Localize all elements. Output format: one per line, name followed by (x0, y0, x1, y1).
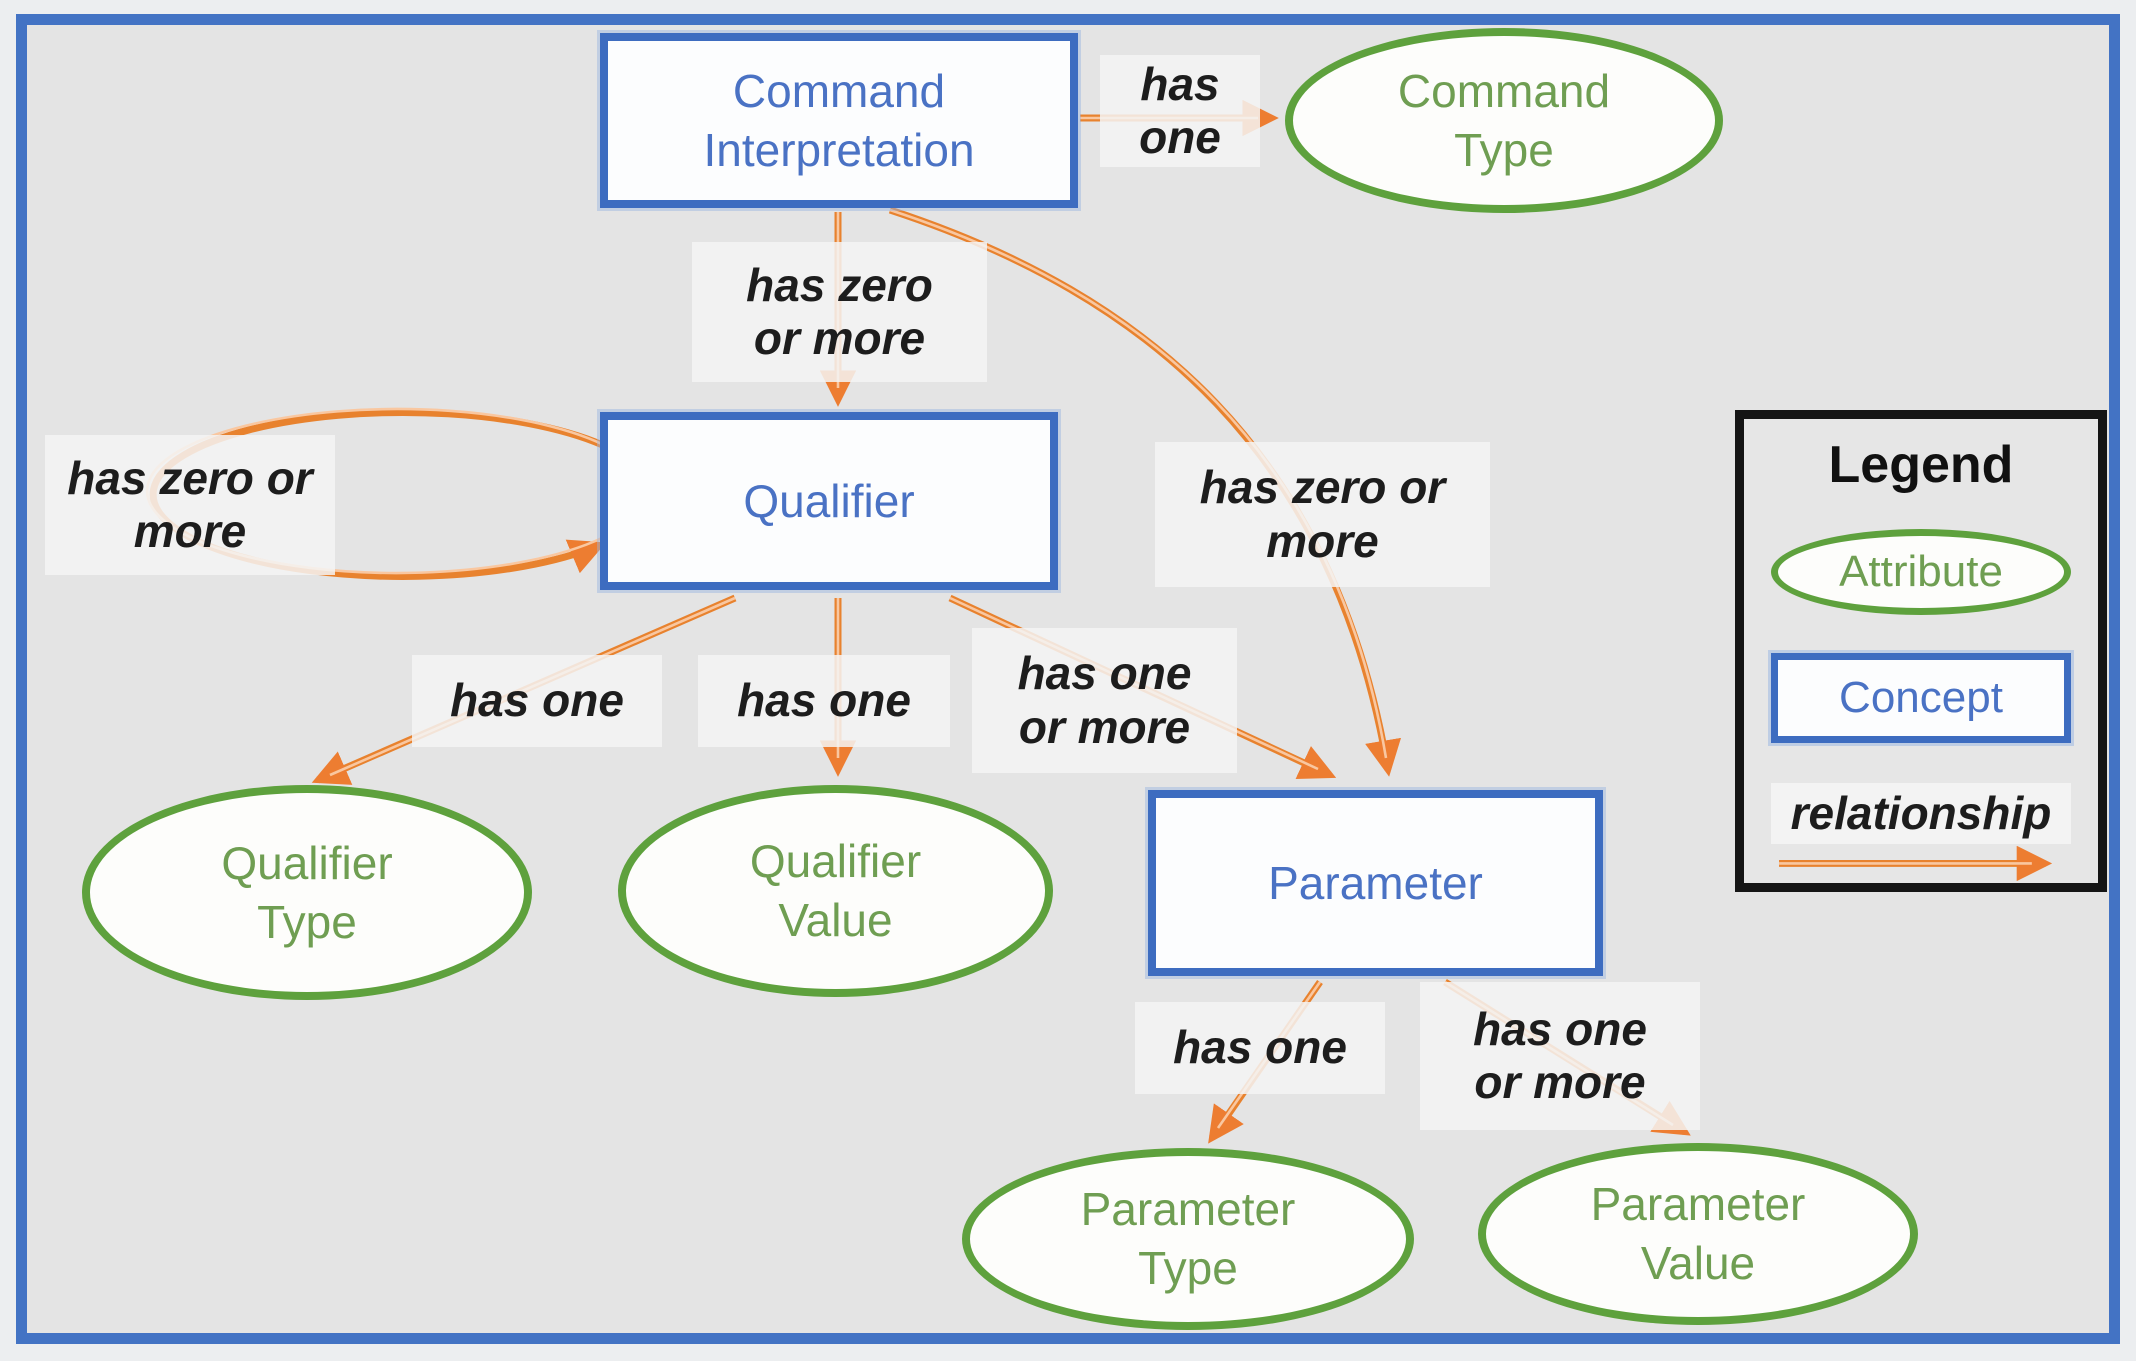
edge-label-parameter-parameter-type: has one (1135, 1002, 1385, 1094)
legend-panel: Legend Attribute Concept relationship (1735, 410, 2107, 892)
legend-relationship-label: relationship (1770, 782, 2072, 845)
edge-label-qualifier-qualifier-type: has one (412, 655, 662, 747)
edge-label-qualifier-parameter: has one or more (972, 628, 1237, 773)
arrow-ci-to-parameter-curve (888, 206, 1402, 777)
attribute-qualifier-value: Qualifier Value (618, 785, 1053, 997)
attribute-parameter-value: Parameter Value (1478, 1143, 1918, 1325)
legend-concept-sample: Concept (1771, 652, 2071, 743)
attribute-parameter-type: Parameter Type (962, 1148, 1414, 1330)
attribute-qualifier-type: Qualifier Type (82, 785, 532, 1000)
concept-qualifier: Qualifier (600, 412, 1058, 590)
edge-label-parameter-parameter-value: has one or more (1420, 982, 1700, 1130)
legend-title: Legend (1828, 436, 2014, 494)
concept-command-interpretation: Command Interpretation (600, 33, 1078, 208)
attribute-command-type: Command Type (1285, 28, 1723, 213)
legend-relationship-arrow (1779, 845, 2053, 882)
concept-parameter: Parameter (1148, 790, 1603, 976)
edge-label-qualifier-qualifier-value: has one (698, 655, 950, 747)
edge-label-ci-parameter: has zero or more (1155, 442, 1490, 587)
legend-attribute-sample: Attribute (1771, 529, 2071, 615)
edge-label-ci-command-type: has one (1100, 55, 1260, 167)
edge-label-ci-qualifier: has zero or more (692, 242, 987, 382)
edge-label-qualifier-self: has zero or more (45, 435, 335, 575)
